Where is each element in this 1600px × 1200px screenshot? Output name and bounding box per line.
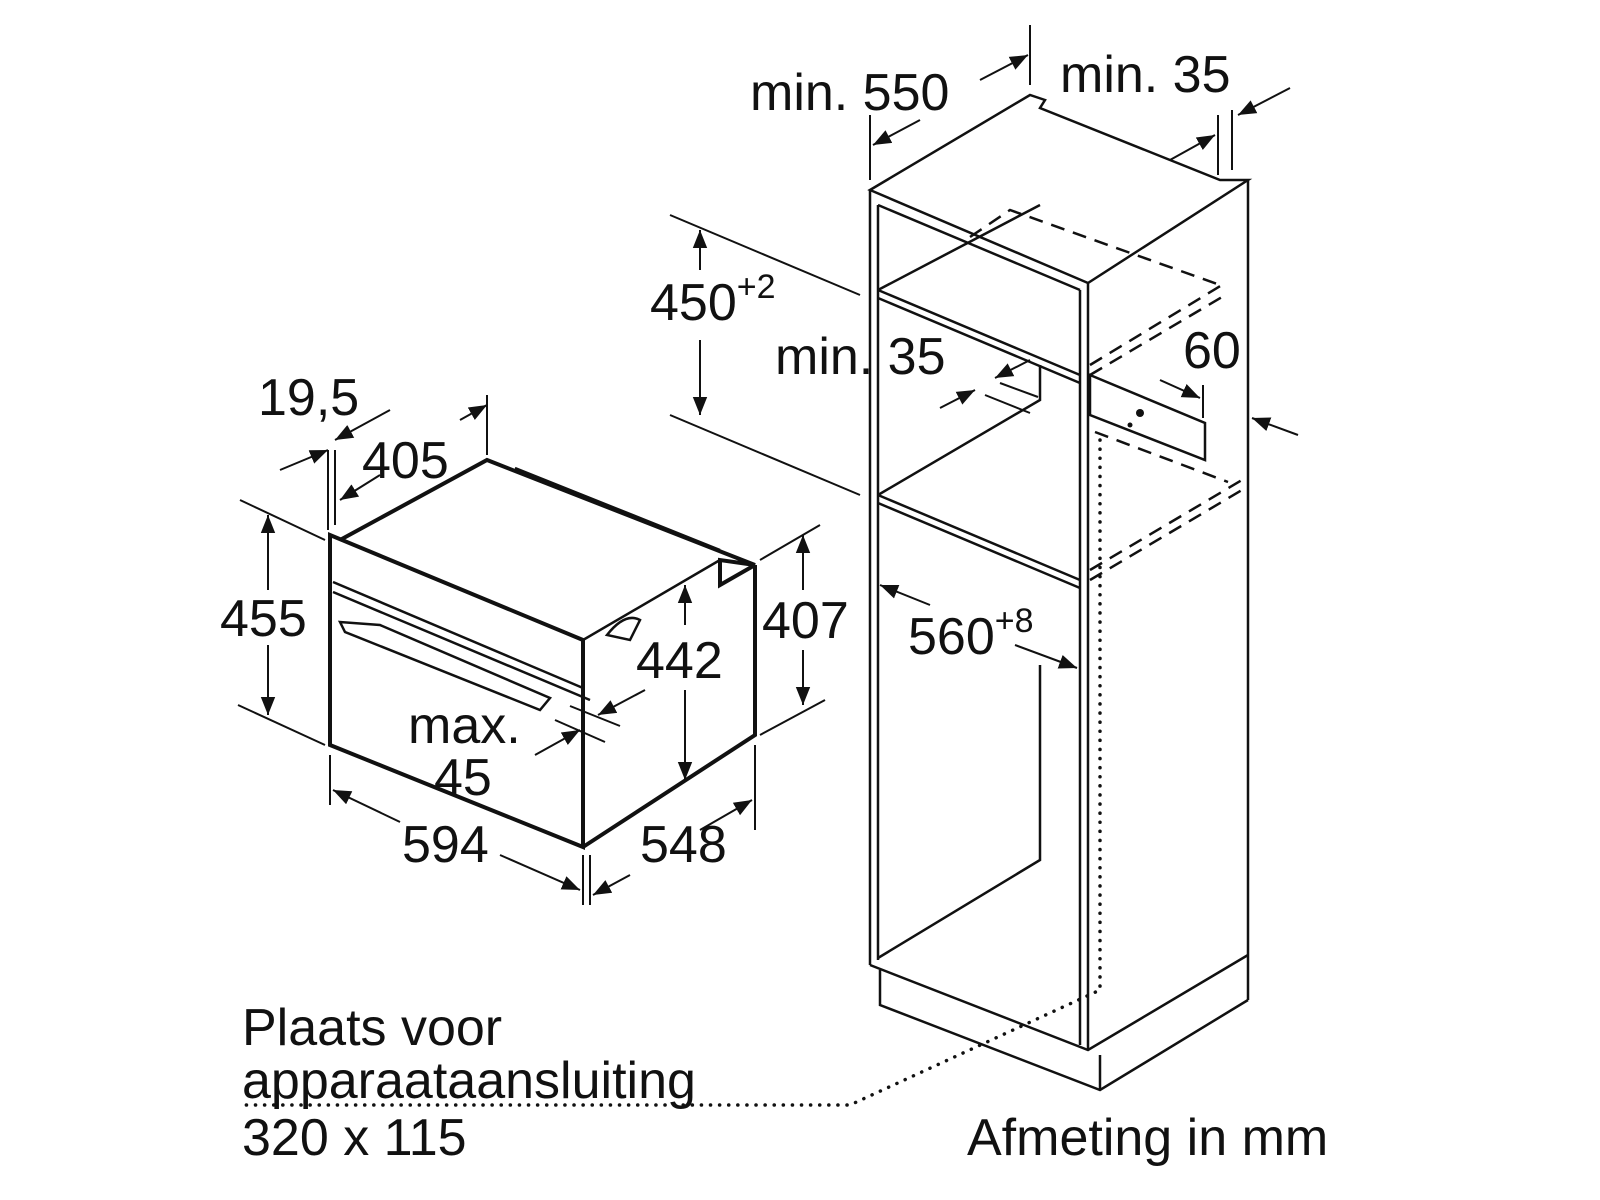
cabinet-dimension-lines — [669, 25, 1299, 669]
oven-dimension-lines — [237, 395, 826, 905]
oven-drawing — [328, 457, 757, 850]
depth-panel-label: 405 — [362, 432, 449, 490]
niche-height-tolerance: +2 — [737, 268, 776, 306]
connection-note-line2: apparaataansluiting — [242, 1052, 696, 1110]
min-back-top-label: min. 35 — [1060, 46, 1231, 104]
niche-width-tolerance: +8 — [995, 602, 1034, 640]
height-side-label: 407 — [762, 592, 849, 650]
max-value-label: 45 — [434, 749, 492, 807]
connection-note-line3: 320 x 115 — [242, 1109, 467, 1167]
min-depth-label: min. 550 — [750, 64, 949, 122]
connection-note-line1: Plaats voor — [242, 999, 502, 1057]
units-note: Afmeting in mm — [967, 1109, 1328, 1167]
height-inner-label: 442 — [636, 632, 723, 690]
min-back-mid-label: min. 35 — [775, 328, 946, 386]
niche-width-value: 560 — [908, 608, 995, 666]
width-label: 594 — [402, 816, 489, 874]
cabinet-drawing — [243, 93, 1253, 1107]
depth-label: 548 — [640, 816, 727, 874]
depth-top-label: 19,5 — [258, 369, 359, 427]
height-total-label: 455 — [220, 590, 307, 648]
cutout-label: 60 — [1183, 322, 1241, 380]
niche-width-label: 560+8 — [908, 602, 1034, 666]
max-label: max. — [408, 697, 521, 755]
niche-height-label: 450+2 — [650, 268, 776, 332]
niche-height-value: 450 — [650, 274, 737, 332]
